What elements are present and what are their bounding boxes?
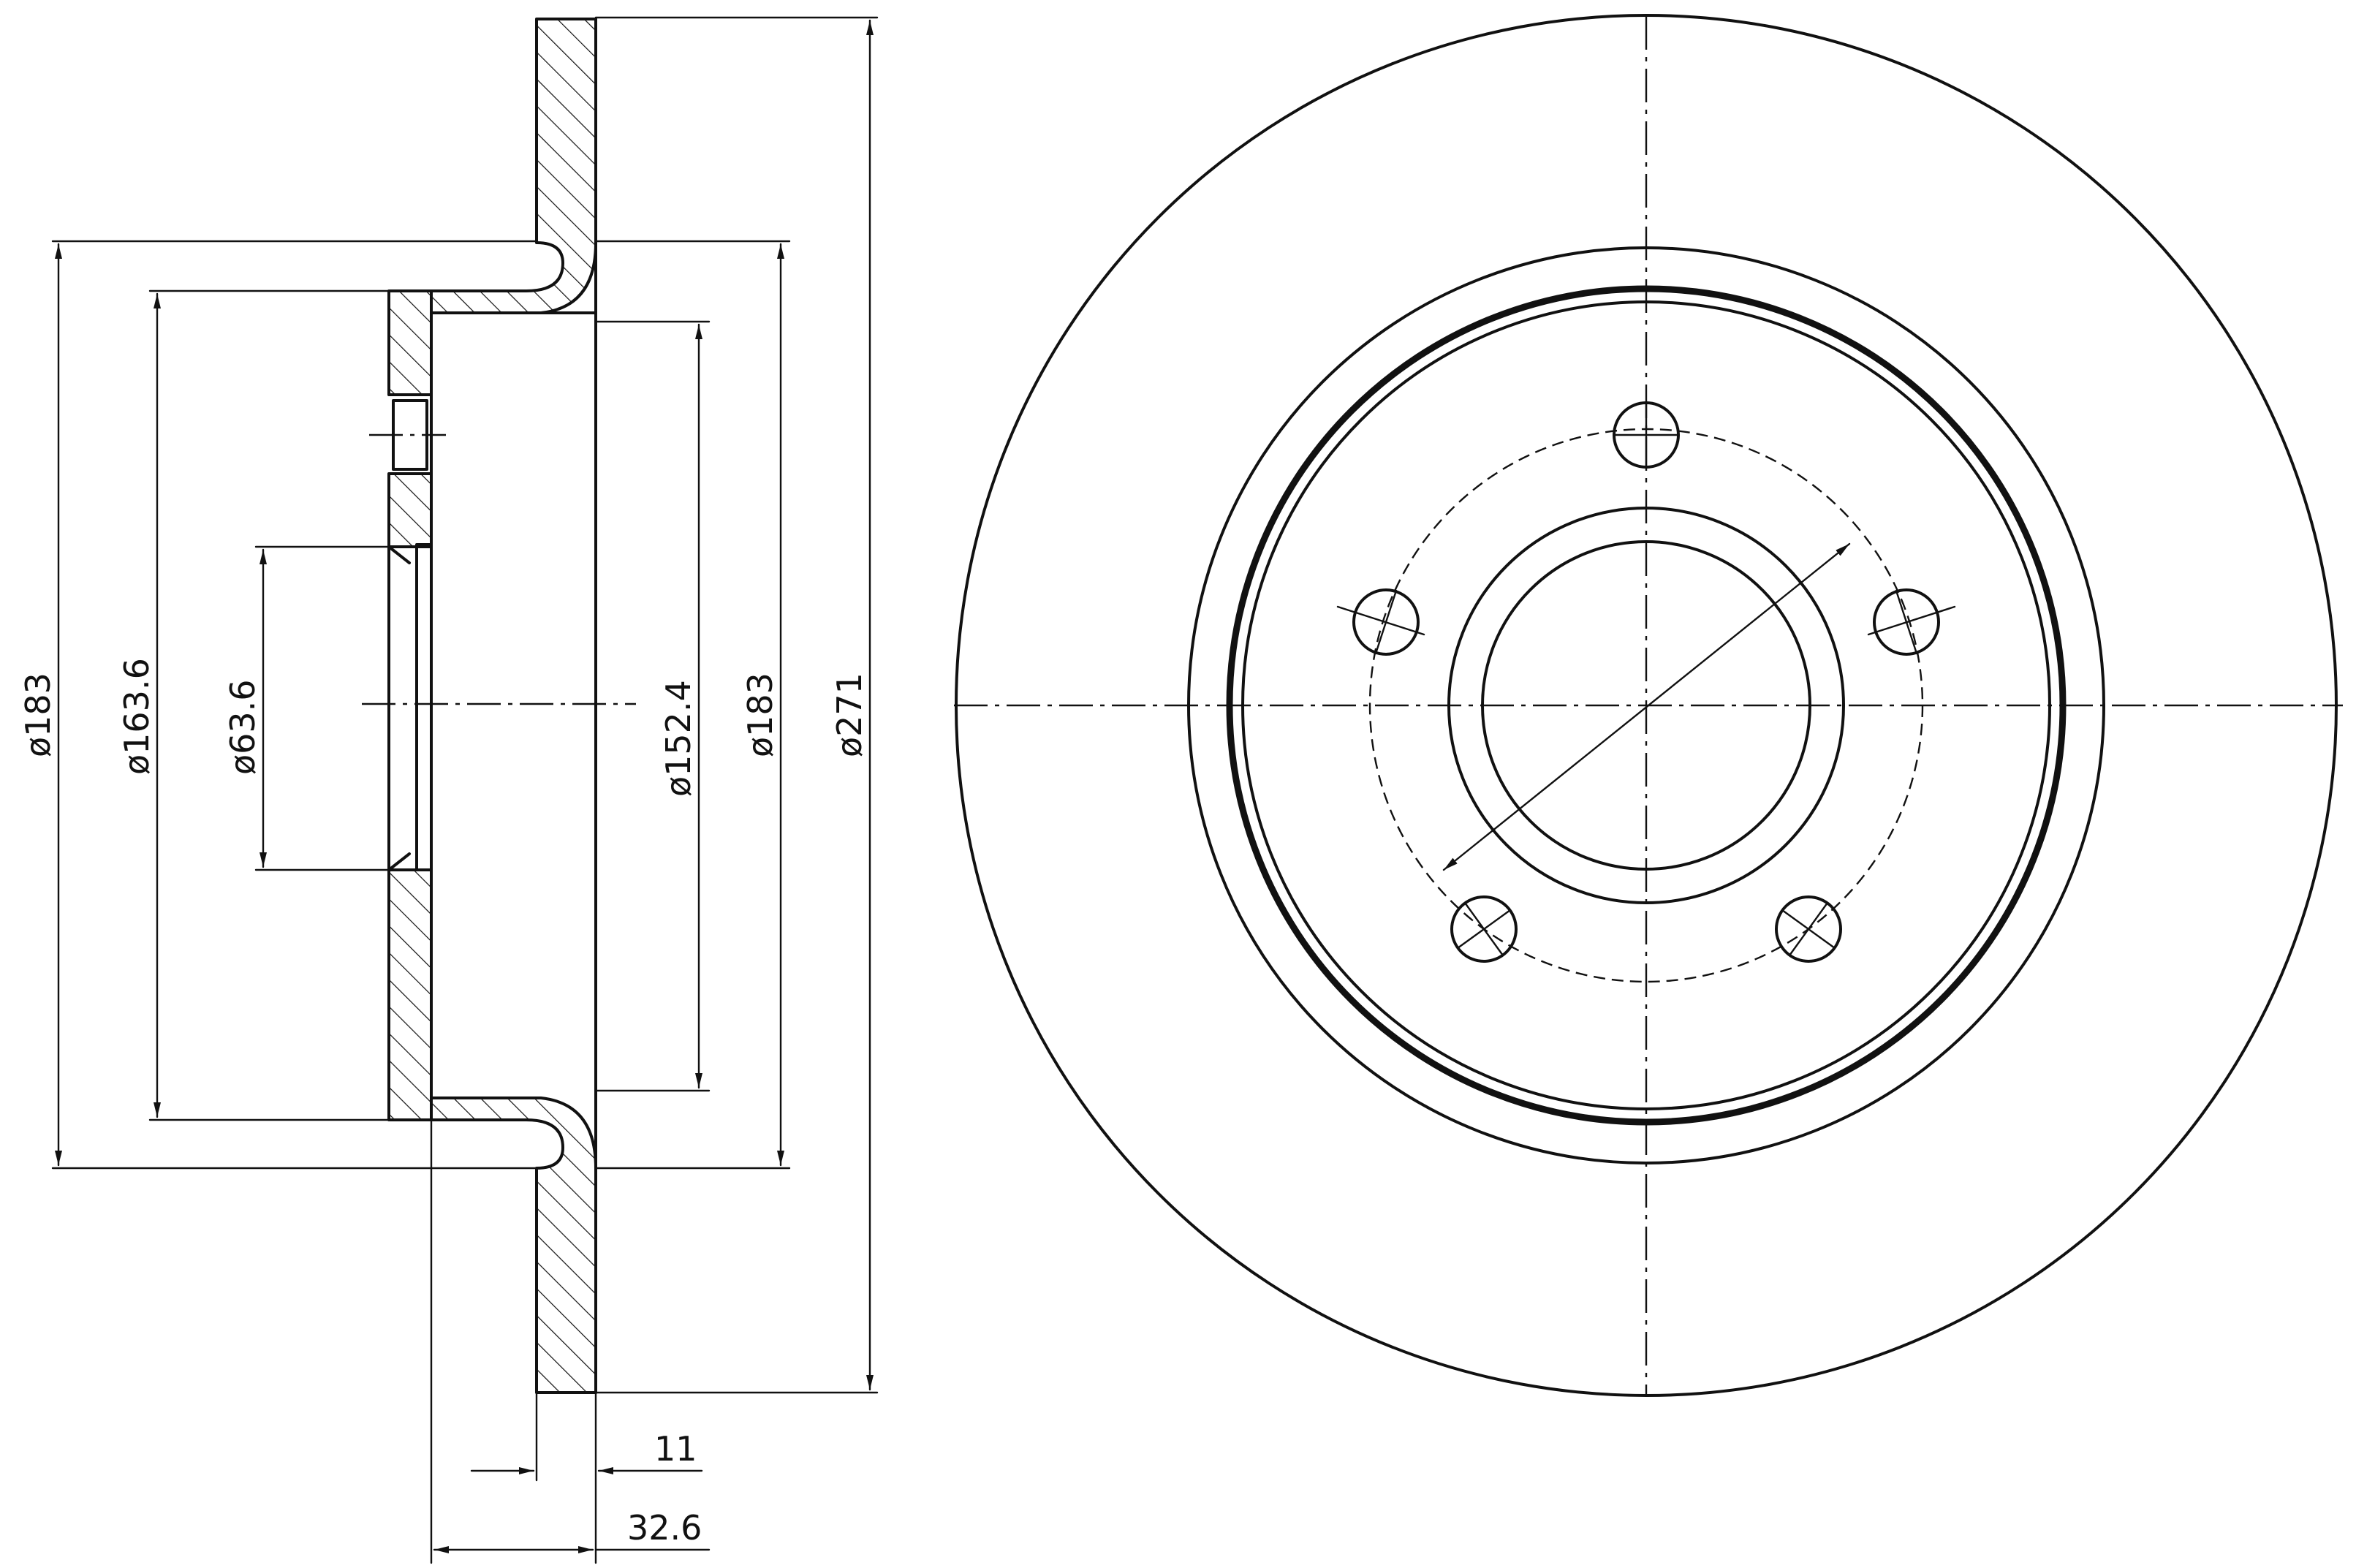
hub-flange-mid [387,472,433,548]
label-center-bore: ø63.6 [223,679,262,775]
bore-chamfer-bottom [387,852,411,871]
pitch-diameter-leader [1442,542,1851,871]
side-section-view: ø183 ø163.6 ø63.6 ø152.4 ø183 ø271 11 32… [18,16,879,1564]
bolt-holes [1336,401,1956,963]
front-view [954,14,2343,1397]
label-disc-thickness: 11 [654,1429,697,1469]
bolt-hole-2-cross-v [1895,589,1918,655]
friction-ring-upper [430,18,597,314]
center-bore-wall [387,545,433,871]
label-hub-outer-right: ø183 [740,673,780,757]
bolt-hole-3 [1775,895,1842,963]
bolt-hole-3-cross-v [1788,901,1829,957]
bolt-hole-5-cross [1336,605,1425,636]
bolt-hole-4-cross-v [1463,901,1504,957]
bolt-hole-5 [1352,588,1420,656]
label-hub-outer-left: ø183 [18,673,58,757]
label-hat-outer: ø163.6 [117,658,156,775]
bore-chamfer-top [387,545,411,564]
bolt-hole-4 [1450,895,1518,963]
label-total-height: 32.6 [627,1508,702,1548]
hub-flange-upper [387,289,433,396]
label-disc-outer: ø271 [830,673,869,757]
label-hat-inner: ø152.4 [659,680,698,797]
bolt-hole-5-cross-v [1374,589,1398,655]
bolt-hole-2 [1873,588,1940,656]
friction-ring-lower [430,1097,597,1394]
hub-flange-lower [387,868,433,1121]
bolt-hole-2-cross [1867,605,1956,636]
